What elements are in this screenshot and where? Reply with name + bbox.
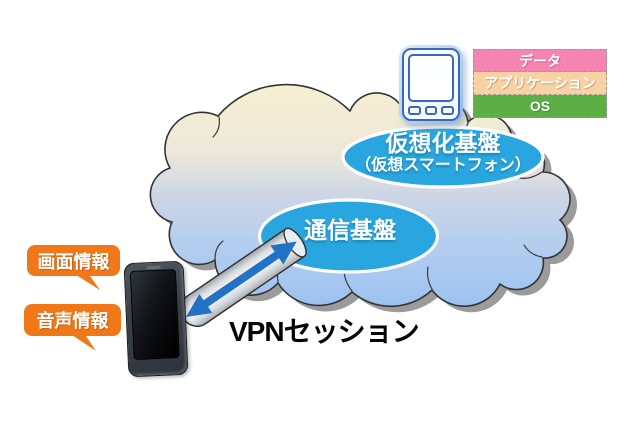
stack-layer-data: データ: [473, 49, 607, 72]
vpn-arrow-shaft: [200, 249, 283, 310]
smartphone-outline-button: [408, 106, 421, 115]
smartphone-outline-button: [424, 106, 438, 115]
virtualization-platform-label: 仮想化基盤 （仮想スマートフォン）: [355, 130, 531, 175]
vpn-session-label: VPNセッション: [229, 316, 420, 347]
smartphone-screen: [129, 269, 180, 361]
black-smartphone: [123, 260, 189, 378]
communication-platform-label: 通信基盤: [304, 217, 396, 243]
smartphone-outline-frame: [402, 48, 460, 121]
stack-layer-application: アプリケーション: [473, 72, 607, 95]
callout-screen-info: 画面情報: [27, 245, 120, 276]
vpn-tube-icon: [179, 227, 307, 327]
vpn-arrowhead-down: [186, 293, 213, 317]
virtualization-platform-ellipse: [341, 125, 545, 189]
stack-layer-os: OS: [473, 95, 607, 118]
device-software-stack: データ アプリケーション OS: [473, 49, 607, 118]
callout-audio-info: 音声情報: [24, 304, 121, 336]
smartphone-outline-icon: [399, 45, 463, 124]
vpn-arrowhead-up: [270, 241, 297, 265]
smartphone-outline-button: [441, 106, 455, 115]
smartphone-outline-buttons: [408, 106, 455, 115]
smartphone-outline-screen: [408, 54, 454, 102]
virtualization-platform-subtitle: （仮想スマートフォン）: [355, 157, 531, 175]
virtualization-platform-title: 仮想化基盤: [385, 130, 501, 156]
